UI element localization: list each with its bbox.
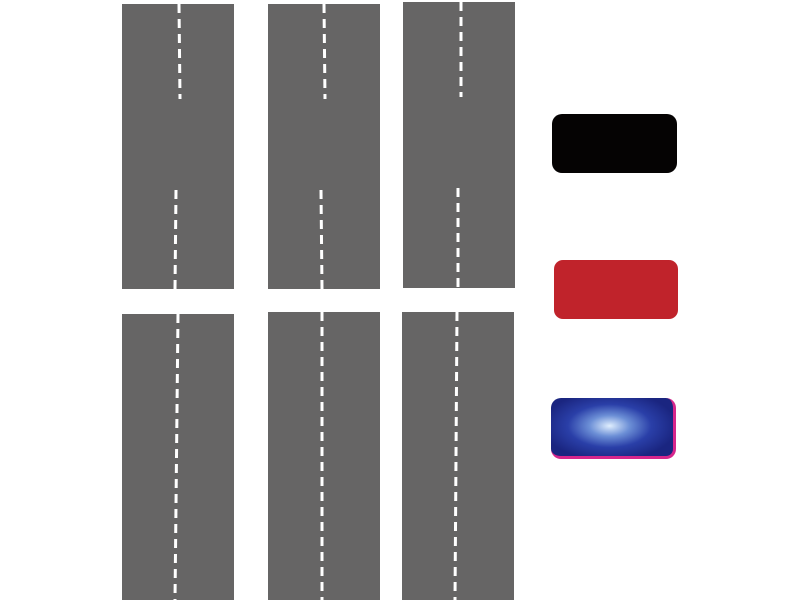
road-segment-bottom-2 [268, 312, 380, 600]
road-segment-top-2 [268, 3, 380, 290]
road-segment-bottom-3 [402, 311, 514, 600]
lane-marking-bottom-1 [173, 313, 180, 600]
lane-marking-top-1 [173, 3, 182, 290]
lane-marking-top-2 [319, 3, 327, 290]
road-segment-top-1 [122, 3, 234, 290]
car-swatch-red[interactable] [554, 260, 678, 319]
lane-marking-top-3 [456, 2, 463, 288]
car-swatch-black[interactable] [552, 114, 677, 173]
car-swatch-blue[interactable] [551, 398, 676, 459]
lane-marking-bottom-3 [453, 311, 459, 600]
lane-marking-bottom-2 [320, 312, 324, 600]
road-segment-bottom-1 [122, 313, 234, 600]
road-segment-top-3 [403, 2, 515, 288]
